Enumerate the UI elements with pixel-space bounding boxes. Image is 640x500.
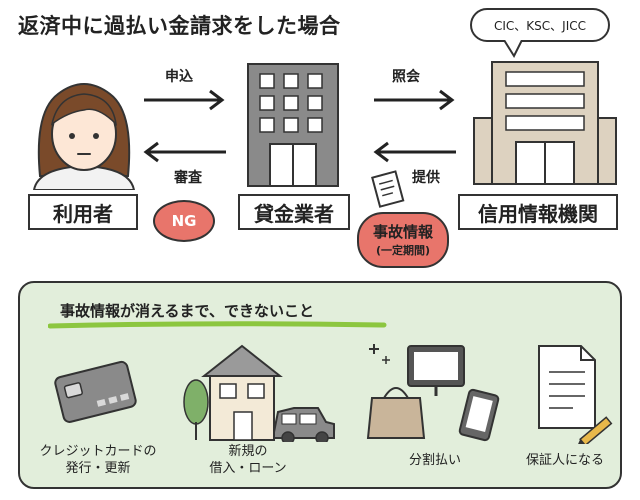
shopping-tv-icon xyxy=(366,344,500,442)
heading-underline xyxy=(48,321,387,329)
provide-arrow-icon xyxy=(373,141,456,163)
speech-tail-icon xyxy=(503,40,523,59)
screening-label: 審査 xyxy=(174,170,202,186)
apply-label: 申込 xyxy=(165,69,193,85)
item-loan-caption: 新規の 借入・ローン xyxy=(188,443,308,477)
accident-info-text: 事故情報 xyxy=(372,223,433,241)
page-title: 返済中に過払い金請求をした場合 xyxy=(18,14,341,38)
document-icon xyxy=(371,170,405,208)
apply-arrow-icon xyxy=(144,89,225,111)
inquiry-label: 照会 xyxy=(392,69,420,85)
user-label: 利用者 xyxy=(28,194,138,230)
lender-label: 貸金業者 xyxy=(238,194,350,230)
item-installment-line1: 分割払い xyxy=(408,453,461,468)
item-guarantor-caption: 保証人になる xyxy=(510,452,620,469)
item-credit-card-line1: クレジットカードの xyxy=(39,444,157,459)
panel-heading: 事故情報が消えるまで、できないこと xyxy=(60,302,314,320)
item-credit-card-caption: クレジットカードの 発行・更新 xyxy=(28,443,168,477)
item-credit-card-line2: 発行・更新 xyxy=(65,461,131,476)
credit-card-icon xyxy=(54,360,137,423)
item-loan-line2: 借入・ローン xyxy=(209,461,287,476)
credit-bureau-building-icon xyxy=(473,61,617,185)
accident-period-text: (一定期間) xyxy=(375,244,431,257)
credit-bureau-label: 信用情報機関 xyxy=(458,194,618,230)
item-installment-caption: 分割払い xyxy=(390,452,480,469)
accident-info-bubble: 事故情報 (一定期間) xyxy=(357,212,449,268)
ng-text: NG xyxy=(171,212,197,230)
ng-bubble: NG xyxy=(153,200,215,242)
house-car-icon xyxy=(183,344,335,442)
document-pen-icon xyxy=(538,345,613,444)
screening-arrow-icon xyxy=(143,141,226,163)
user-person-icon xyxy=(32,83,136,190)
item-loan-line1: 新規の xyxy=(228,444,268,459)
bureau-names-bubble: CIC、KSC、JICC xyxy=(470,8,610,42)
item-guarantor-line1: 保証人になる xyxy=(525,453,604,468)
provide-label: 提供 xyxy=(412,170,440,186)
lender-building-icon xyxy=(247,63,339,187)
bureau-names-text: CIC、KSC、JICC xyxy=(494,18,586,33)
inquiry-arrow-icon xyxy=(374,89,455,111)
